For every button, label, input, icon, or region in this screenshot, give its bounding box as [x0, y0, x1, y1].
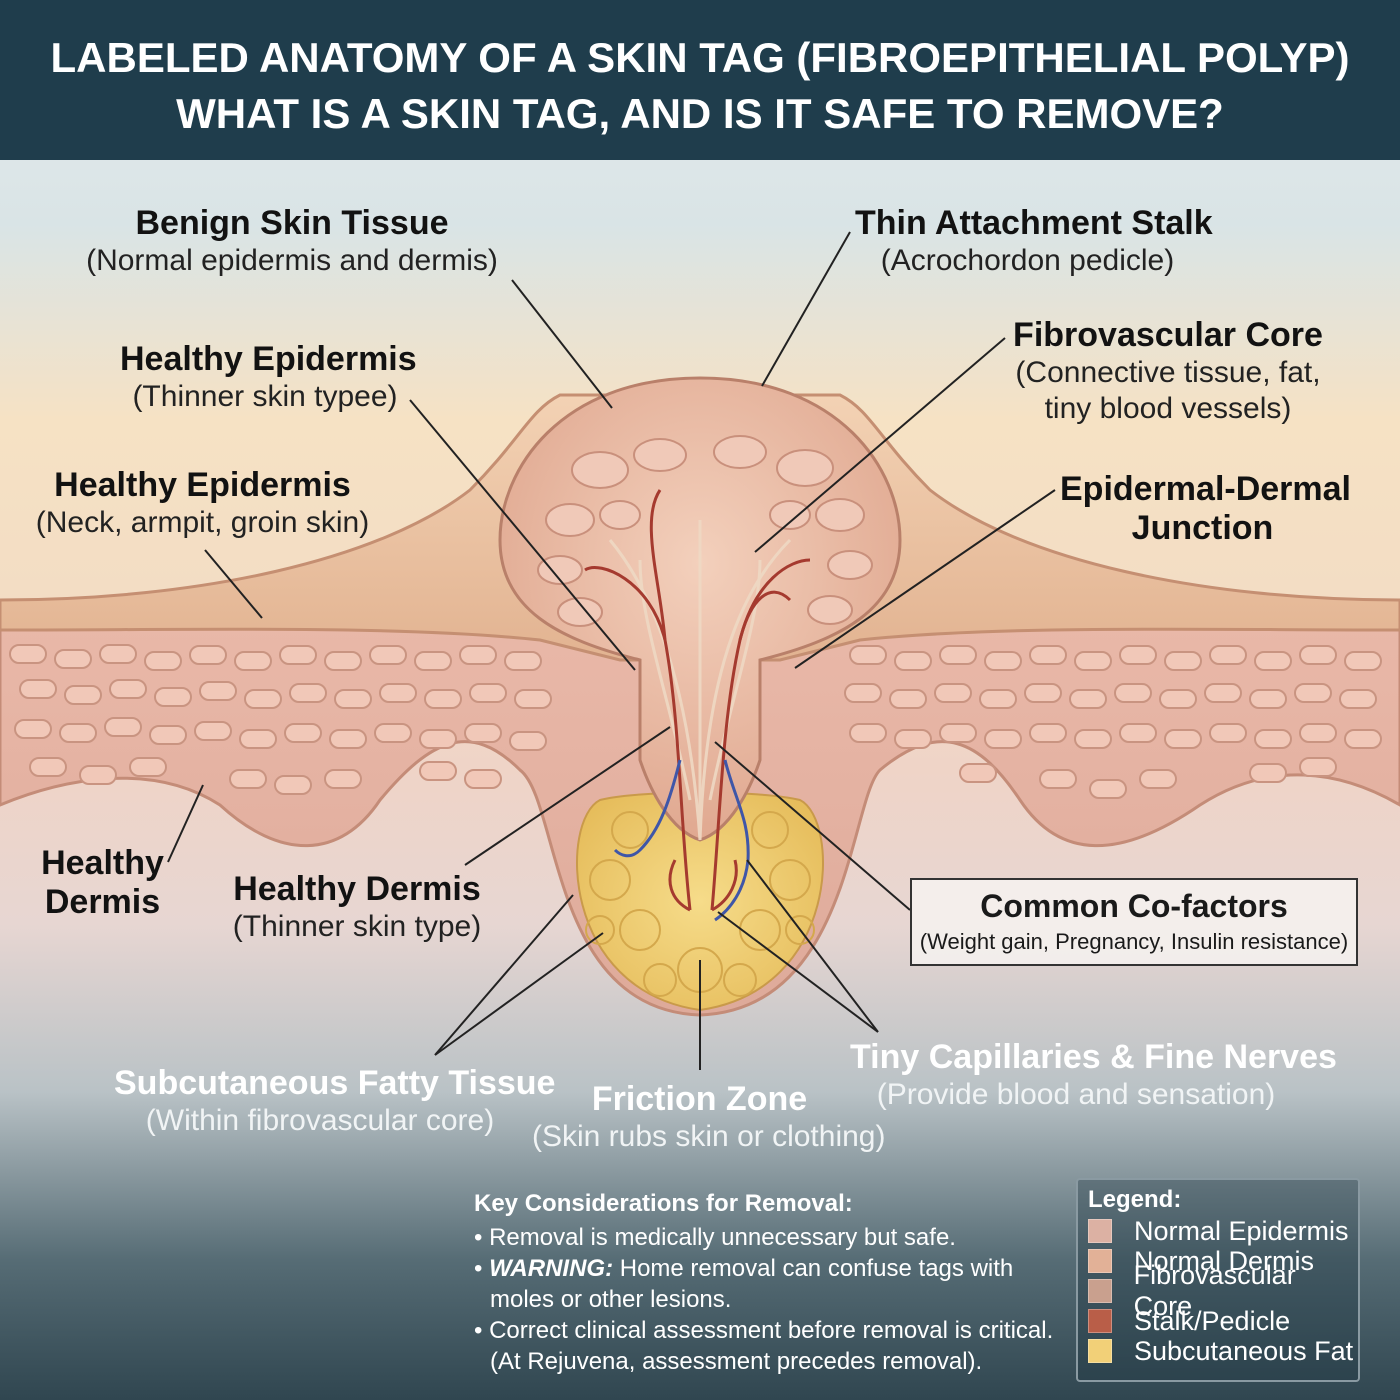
label-fibrovascular-core: Fibrovascular Core (Connective tissue, f… [1013, 316, 1323, 425]
legend-item-normal-dermis: Normal Dermis [1088, 1246, 1358, 1276]
fibrous-strands [608, 520, 792, 841]
warning-label: WARNING: [489, 1255, 614, 1282]
legend-item-subcutaneous-fat: Subcutaneous Fat [1088, 1336, 1358, 1366]
label-friction-zone: Friction Zone (Skin rubs skin or clothin… [532, 1080, 886, 1153]
cofactors-sub: (Weight gain, Pregnancy, Insulin resista… [919, 929, 1349, 954]
arteries [584, 489, 811, 912]
cofactors-box: Common Co-factors (Weight gain, Pregnanc… [910, 878, 1358, 966]
label-stalk: Thin Attachment Stalk (Acrochordon pedic… [855, 204, 1213, 277]
fat-cells [585, 811, 815, 997]
legend: Legend: Normal Epidermis Normal Dermis F… [1076, 1178, 1360, 1382]
tag-lobules [537, 435, 873, 627]
label-subcutaneous-fat: Subcutaneous Fatty Tissue (Within fibrov… [114, 1064, 556, 1137]
legend-item-fibrovascular-core: Fibrovascular Core [1088, 1260, 1358, 1321]
leader-lines [167, 231, 1056, 1070]
legend-swatch [1088, 1339, 1112, 1363]
notes-heading: Key Considerations for Removal: [474, 1190, 853, 1217]
label-benign-skin: Benign Skin Tissue (Normal epidermis and… [86, 204, 498, 277]
notes-item-3: • Correct clinical assessment before rem… [474, 1317, 1054, 1375]
removal-notes: Key Considerations for Removal: • Remova… [474, 1190, 1074, 1377]
title-banner: LABELED ANATOMY OF A SKIN TAG (FIBROEPIT… [0, 0, 1400, 160]
label-healthy-dermis-thin: Healthy Dermis (Thinner skin type) [232, 870, 482, 943]
label-healthy-dermis-left: Healthy Dermis [41, 844, 164, 921]
title-line-1: LABELED ANATOMY OF A SKIN TAG (FIBROEPIT… [50, 34, 1350, 81]
legend-item-normal-epidermis: Normal Epidermis [1088, 1216, 1358, 1246]
cofactors-title: Common Co-factors [980, 888, 1288, 924]
legend-swatch [1088, 1219, 1112, 1243]
label-junction: Epidermal-Dermal Junction [1060, 470, 1351, 547]
notes-item-1: • Removal is medically unnecessary but s… [474, 1224, 956, 1251]
label-capillaries: Tiny Capillaries & Fine Nerves (Provide … [850, 1038, 1337, 1111]
legend-title: Legend: [1088, 1186, 1182, 1213]
legend-swatch [1088, 1249, 1112, 1273]
title-line-2: WHAT IS A SKIN TAG, AND IS IT SAFE TO RE… [176, 90, 1224, 137]
legend-item-stalk: Stalk/Pedicle [1088, 1306, 1358, 1336]
label-healthy-epidermis-neck: Healthy Epidermis (Neck, armpit, groin s… [35, 466, 370, 539]
notes-item-2: • WARNING: Home removal can confuse tags… [474, 1255, 1014, 1313]
dermis-cells [9, 644, 1382, 799]
legend-swatch [1088, 1309, 1112, 1333]
label-healthy-epidermis-thin: Healthy Epidermis (Thinner skin typee) [120, 340, 417, 413]
legend-swatch [1088, 1279, 1112, 1303]
